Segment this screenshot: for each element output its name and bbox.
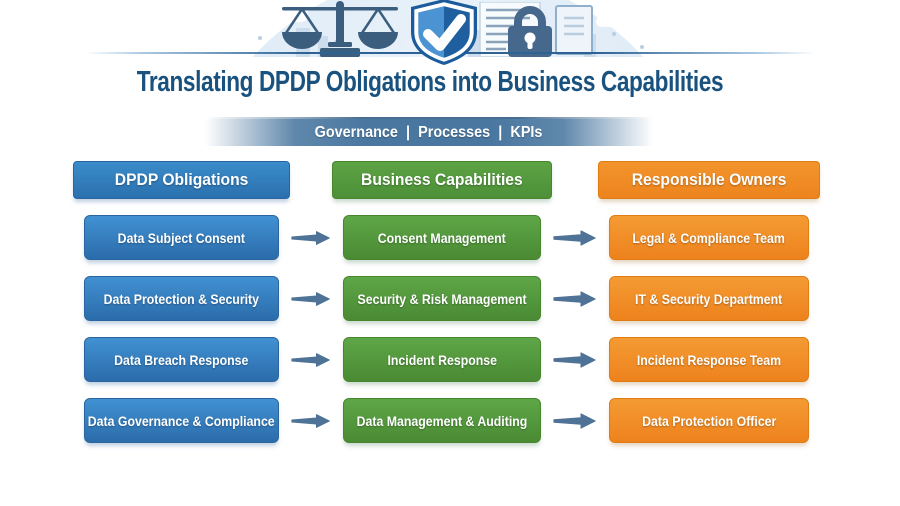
- subtitle-band: Governance | Processes | KPIs: [205, 119, 653, 146]
- flow-arrow: [552, 398, 598, 443]
- owner-box: IT & Security Department: [609, 276, 809, 321]
- flow-arrow: [290, 276, 332, 321]
- arrow-right-icon: [553, 290, 596, 307]
- band-top-edge: [205, 117, 653, 119]
- decor-dot: [612, 32, 616, 36]
- column-header-label: Responsible Owners: [631, 170, 787, 189]
- owner-box: Incident Response Team: [609, 337, 809, 382]
- capability-box: Security & Risk Management: [343, 276, 541, 321]
- subtitle-item: Processes: [418, 123, 491, 141]
- flow-arrow: [552, 215, 598, 260]
- arrow-right-icon: [553, 229, 596, 246]
- obligation-box: Data Subject Consent: [84, 215, 279, 260]
- decor-dot: [258, 36, 262, 40]
- obligation-label: Data Governance & Compliance: [88, 412, 275, 429]
- owner-label: Data Protection Officer: [641, 412, 777, 429]
- owner-label: Incident Response Team: [636, 351, 782, 368]
- capability-label: Security & Risk Management: [357, 290, 527, 307]
- flow-arrow: [290, 398, 332, 443]
- capability-label: Incident Response: [387, 351, 497, 368]
- capability-box: Incident Response: [343, 337, 541, 382]
- obligation-label: Data Protection & Security: [103, 290, 260, 307]
- owner-box: Data Protection Officer: [609, 398, 809, 443]
- subtitle-item: Governance: [315, 123, 399, 141]
- column-header-obligations: DPDP Obligations: [73, 161, 290, 199]
- flow-arrow: [290, 337, 332, 382]
- padlock-icon: [508, 6, 552, 57]
- capability-label: Consent Management: [377, 229, 507, 246]
- page-title-text: Translating DPDP Obligations into Busine…: [136, 66, 724, 98]
- owner-label: Legal & Compliance Team: [632, 229, 786, 246]
- arrow-right-icon: [291, 291, 330, 306]
- capability-box: Data Management & Auditing: [343, 398, 541, 443]
- arrow-right-icon: [291, 352, 330, 367]
- column-header-capabilities: Business Capabilities: [332, 161, 552, 199]
- obligation-label: Data Breach Response: [114, 351, 249, 368]
- owner-label: IT & Security Department: [635, 290, 783, 307]
- mapping-matrix: DPDP Obligations Business Capabilities R…: [73, 161, 820, 443]
- flow-arrow: [552, 337, 598, 382]
- compliance-document-icon: [479, 2, 593, 57]
- page-title: Translating DPDP Obligations into Busine…: [0, 66, 860, 99]
- arrow-right-icon: [291, 413, 330, 428]
- capability-label: Data Management & Auditing: [356, 412, 528, 429]
- subtitle-separator: |: [406, 123, 411, 141]
- owner-box: Legal & Compliance Team: [609, 215, 809, 260]
- flow-arrow: [552, 276, 598, 321]
- spacer: [290, 161, 332, 199]
- decor-dot: [640, 45, 644, 49]
- obligation-label: Data Subject Consent: [117, 229, 246, 246]
- subtitle-text: Governance | Processes | KPIs: [315, 124, 543, 142]
- shield-checkmark-icon: [411, 0, 477, 65]
- obligation-box: Data Governance & Compliance: [84, 398, 279, 443]
- scales-of-justice-icon: [282, 1, 398, 57]
- capability-box: Consent Management: [343, 215, 541, 260]
- obligation-box: Data Protection & Security: [84, 276, 279, 321]
- column-header-label: Business Capabilities: [361, 170, 523, 189]
- arrow-right-icon: [291, 230, 330, 245]
- flow-arrow: [290, 215, 332, 260]
- arrow-right-icon: [553, 412, 596, 429]
- subtitle-separator: |: [498, 123, 503, 141]
- column-header-owners: Responsible Owners: [598, 161, 820, 199]
- column-header-label: DPDP Obligations: [114, 170, 249, 189]
- spacer: [552, 161, 598, 199]
- subtitle-item: KPIs: [510, 123, 543, 141]
- skyline-building: [318, 36, 328, 57]
- obligation-box: Data Breach Response: [84, 337, 279, 382]
- arrow-right-icon: [553, 351, 596, 368]
- cloud-icon: [596, 16, 632, 27]
